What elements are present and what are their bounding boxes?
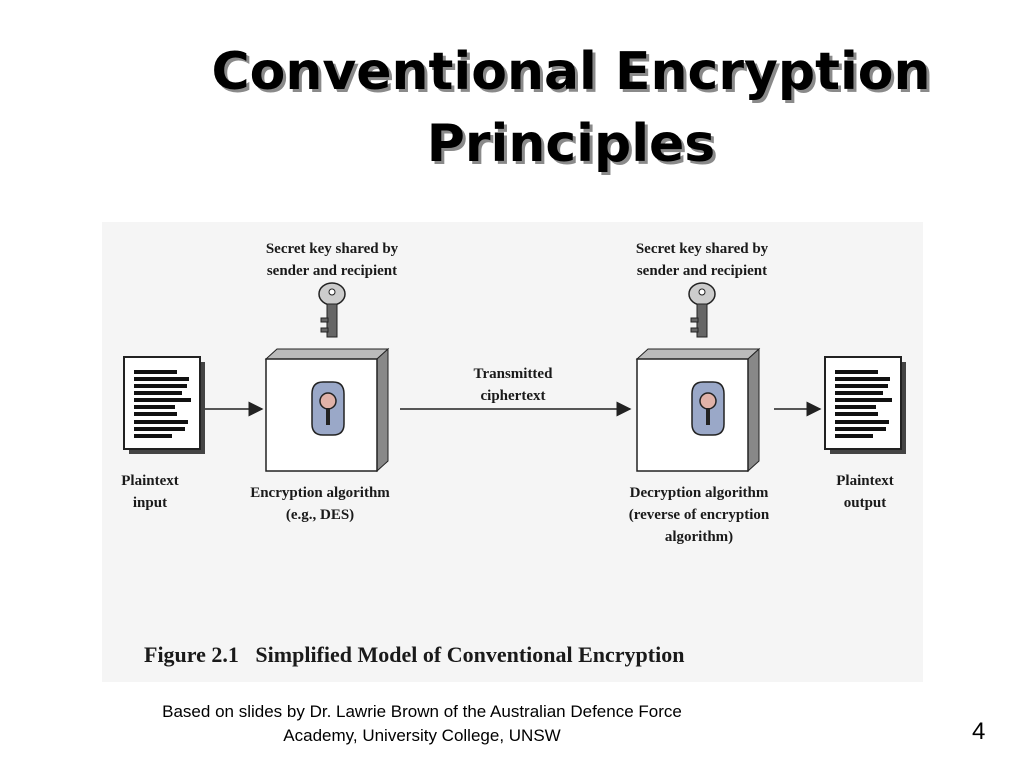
plaintext-output-label-line-1: Plaintext xyxy=(836,473,894,489)
right-key-label-line-2: sender and recipient xyxy=(637,263,767,279)
decryption-algorithm-box xyxy=(635,347,761,473)
plaintext-input-label-line-1: Plaintext xyxy=(121,473,179,489)
slide-number: 4 xyxy=(972,718,986,745)
plaintext-output-document-icon xyxy=(824,356,906,454)
decryption-label-line-1: Decryption algorithm xyxy=(630,485,769,501)
lock-icon xyxy=(311,381,345,436)
transmitted-label-line-2: ciphertext xyxy=(481,388,546,404)
encryption-label-line-1: Encryption algorithm xyxy=(250,485,390,501)
decryption-label-line-3: algorithm) xyxy=(665,529,733,545)
plaintext-output-label-line-2: output xyxy=(844,495,887,511)
encryption-model-diagram: Secret key shared by sender and recipien… xyxy=(121,241,906,667)
figure-caption: Figure 2.1 Simplified Model of Conventio… xyxy=(144,642,684,667)
encryption-algorithm-box xyxy=(264,347,390,473)
left-key-label-line-2: sender and recipient xyxy=(267,263,397,279)
encryption-model-figure: Secret key shared by sender and recipien… xyxy=(102,222,923,682)
slide-title-line-2: Principles xyxy=(426,114,716,174)
slide-title: Conventional Encryption Principles xyxy=(0,36,1024,180)
left-secret-key-icon xyxy=(318,282,346,338)
lock-icon xyxy=(691,381,725,436)
footer-credit: Based on slides by Dr. Lawrie Brown of t… xyxy=(112,700,732,748)
left-key-label-line-1: Secret key shared by xyxy=(266,241,399,257)
decryption-label-line-2: (reverse of encryption xyxy=(629,507,770,523)
right-secret-key-icon xyxy=(688,282,716,338)
encryption-label-line-2: (e.g., DES) xyxy=(286,507,354,523)
plaintext-input-label-line-2: input xyxy=(133,495,167,511)
slide-title-line-1: Conventional Encryption xyxy=(211,42,931,102)
footer-credit-line-1: Based on slides by Dr. Lawrie Brown of t… xyxy=(162,702,682,721)
right-key-label-line-1: Secret key shared by xyxy=(636,241,769,257)
footer-credit-line-2: Academy, University College, UNSW xyxy=(283,726,561,745)
plaintext-input-document-icon xyxy=(123,356,205,454)
transmitted-label-line-1: Transmitted xyxy=(474,366,554,382)
